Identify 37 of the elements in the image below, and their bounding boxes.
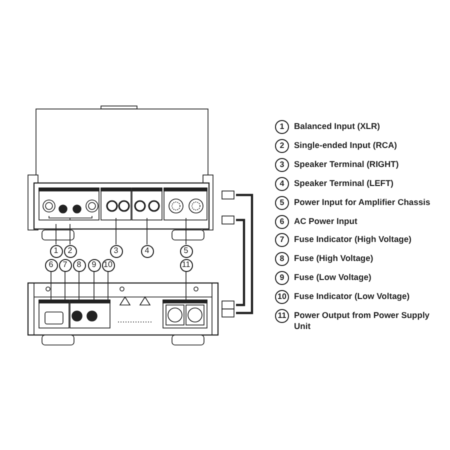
callout-description: Speaker Terminal (LEFT) [294,178,395,189]
callout-number: 11 [180,258,192,272]
callout-description: Fuse (Low Voltage) [294,272,372,284]
callout-number: 6 [44,258,58,272]
callout-number: 8 [275,252,289,266]
callout-description: Power Output from Power Supply Unit [294,310,431,332]
callout-description: AC Power Input [294,216,358,226]
callout-number: 1 [50,244,62,258]
callout-number: 9 [88,258,100,272]
callout-number: 5 [275,196,289,210]
callout-number: 1 [275,120,289,134]
callout-number: 10 [275,290,289,304]
callout-number: 3 [110,244,122,258]
callout-number: 7 [58,258,72,272]
leader-line [146,218,148,245]
callout-number: 8 [72,258,86,272]
callout-number: 3 [275,158,289,172]
callout-description: Power Input for Amplifier Chassis [294,196,432,208]
callout-number: 9 [275,271,289,286]
leader-line [78,271,80,300]
callout-number: 2 [275,138,289,153]
callout-number: 4 [140,244,154,258]
callout-description: Single-ended Input (RCA) [294,140,398,151]
callout-number: 10 [102,258,114,272]
leader-line [50,271,52,300]
callout-number: 5 [180,244,192,258]
callout-number: 7 [275,233,289,248]
callout-description: Speaker Terminal (RIGHT) [294,158,400,170]
callout-description: Balanced Input (XLR) [294,121,381,132]
callout-description: Fuse Indicator (High Voltage) [294,234,412,246]
callout-number: 6 [275,214,289,228]
callout-number: 11 [275,309,289,323]
callout-number: 2 [64,244,76,258]
callout-description: Fuse Indicator (Low Voltage) [294,291,411,302]
leader-line [64,271,66,300]
callout-description: Fuse (High Voltage) [294,253,374,264]
callout-number: 4 [275,176,289,191]
